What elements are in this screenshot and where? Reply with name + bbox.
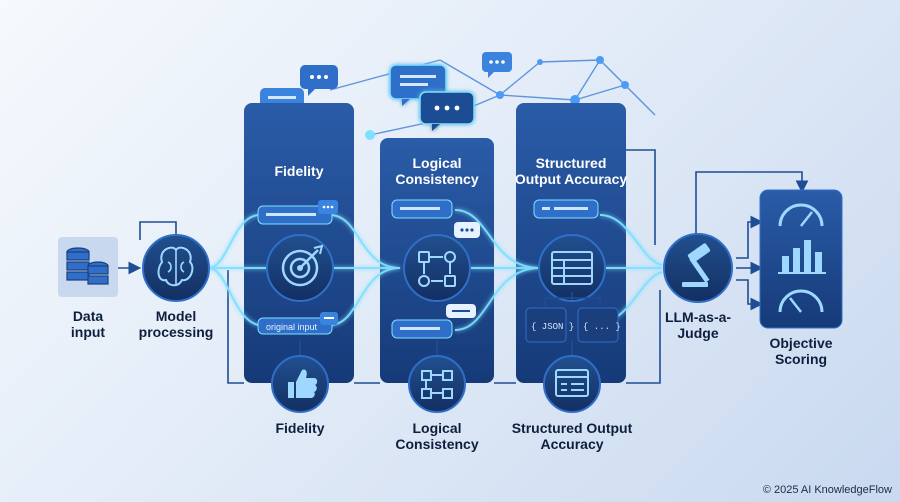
chat-bubble-icon xyxy=(419,91,475,131)
original-input-text: original input xyxy=(266,322,318,332)
logical-pill-top xyxy=(391,199,480,238)
flowchart-icon xyxy=(408,355,466,413)
gauge-icon xyxy=(778,289,824,313)
structured-output-label: Structured Output Accuracy xyxy=(511,420,633,452)
network-nodes xyxy=(365,56,629,140)
window-list-icon xyxy=(543,355,601,413)
gavel-icon xyxy=(663,233,733,303)
fidelity-label: Fidelity xyxy=(275,420,325,436)
logical-consistency-label: Logical Consistency xyxy=(395,420,479,452)
objective-scoring-label: Objective Scoring xyxy=(769,335,833,367)
fidelity-pill-top xyxy=(257,200,338,225)
chat-bubble-icon xyxy=(389,64,447,106)
fidelity-pill-bottom: original input xyxy=(257,312,338,335)
copyright-footer: © 2025 AI KnowledgeFlow xyxy=(762,484,892,496)
judge-label: LLM-as-a- Judge xyxy=(664,309,732,341)
brain-icon xyxy=(142,234,210,302)
table-icon xyxy=(538,234,606,302)
glow-flow-lines xyxy=(207,209,663,331)
gauge-icon xyxy=(778,203,824,227)
target-icon xyxy=(266,234,334,302)
connector-lines xyxy=(112,149,809,384)
flowchart-gear-icon xyxy=(403,234,471,302)
object-text: { ... } xyxy=(583,322,621,332)
structured-pill-top xyxy=(533,199,599,219)
fidelity-column-title: Fidelity xyxy=(274,163,324,179)
thumbs-up-icon xyxy=(271,355,329,413)
chat-bubble-icon xyxy=(300,65,338,96)
scoring-panel xyxy=(759,189,843,329)
chat-bubble-icon xyxy=(482,52,512,78)
model-processing-label: Model processing xyxy=(138,308,214,340)
logical-column-title: Logical Consistency xyxy=(395,155,479,187)
structured-column-title: Structured Output Accuracy xyxy=(514,155,628,187)
database-icon xyxy=(58,237,118,297)
data-input-label: Data input xyxy=(70,308,106,340)
logical-pill-bottom xyxy=(391,304,476,339)
json-text: { JSON } xyxy=(531,322,574,332)
bar-chart-icon xyxy=(778,240,826,274)
json-block: { JSON } { ... } xyxy=(525,292,621,343)
